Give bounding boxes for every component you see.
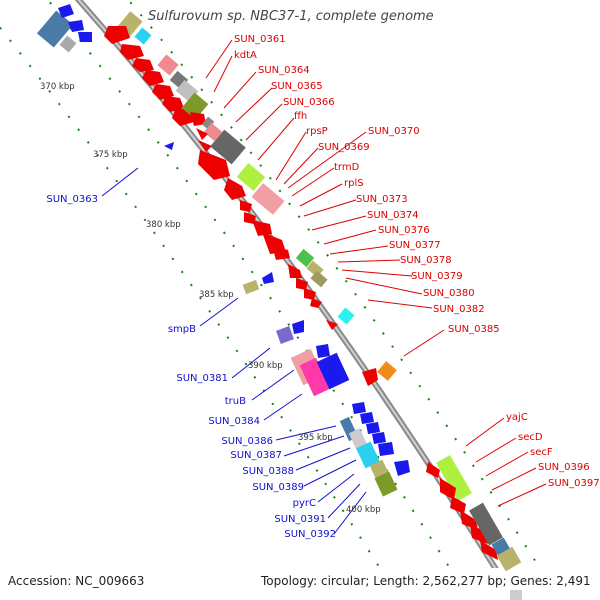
gene-label[interactable]: SUN_0380 [423,288,475,299]
gene-label[interactable]: SUN_0381 [176,373,228,384]
gene-label[interactable]: SUN_0387 [230,450,282,461]
gene-label[interactable]: yajC [506,412,528,423]
genome-title: Sulfurovum sp. NBC37-1, complete genome [148,9,434,24]
gene-label[interactable]: SUN_0373 [356,194,408,205]
tick-track-outer [0,0,541,568]
gene-label[interactable]: SUN_0378 [400,255,452,266]
kbp-tick-label: 380 kbp [146,220,181,230]
kbp-tick-label: 385 kbp [199,290,234,300]
gene-label[interactable]: kdtA [234,50,257,61]
gene-label[interactable]: truB [225,396,246,407]
gene-label[interactable]: SUN_0396 [538,462,590,473]
kbp-tick-label: 375 kbp [93,150,128,160]
gene-label[interactable]: SUN_0392 [284,529,336,540]
reverse-genes [36,4,410,497]
gene-label[interactable]: secD [518,432,543,443]
gene-label[interactable]: SUN_0364 [258,65,310,76]
forward-leader-lines [205,39,547,507]
gene-label[interactable]: SUN_0370 [368,126,420,137]
gene-label[interactable]: rpsP [306,126,328,137]
gene-label[interactable]: SUN_0361 [234,34,286,45]
gene-label[interactable]: SUN_0382 [433,304,485,315]
gene-label[interactable]: ffh [294,111,307,122]
gene-label[interactable]: rplS [344,178,364,189]
gene-label[interactable]: SUN_0384 [208,416,260,427]
gene-label[interactable]: pyrC [293,498,316,509]
gene-label[interactable]: SUN_0377 [389,240,441,251]
kbp-tick-label: 395 kbp [298,433,333,443]
gene-label[interactable]: SUN_0379 [411,271,463,282]
gene-label[interactable]: trmD [334,162,360,173]
gene-label[interactable]: SUN_0365 [271,81,323,92]
gene-label[interactable]: smpB [168,324,196,335]
gene-label[interactable]: SUN_0397 [548,478,600,489]
genome-summary-text: Topology: circular; Length: 2,562,277 bp… [261,574,591,588]
gene-label[interactable]: SUN_0366 [283,97,335,108]
forward-gene-labels: SUN_0361 kdtA SUN_0364 SUN_0365 SUN_0366… [234,34,600,489]
gene-label[interactable]: SUN_0386 [221,436,273,447]
gene-label[interactable]: SUN_0389 [252,482,304,493]
gene-label[interactable]: SUN_0388 [242,466,294,477]
gene-label[interactable]: SUN_0376 [378,225,430,236]
kbp-tick-label: 370 kbp [40,82,75,92]
accession-text: Accession: NC_009663 [8,574,145,588]
kbp-scale: 370 kbp 375 kbp 380 kbp 385 kbp 390 kbp … [40,82,381,515]
gene-label[interactable]: secF [530,447,553,458]
forward-genes [104,11,522,600]
reverse-leader-lines [101,167,367,535]
gene-label[interactable]: SUN_0363 [46,194,98,205]
gene-label[interactable]: SUN_0369 [318,142,370,153]
kbp-tick-label: 390 kbp [248,361,283,371]
gene-label[interactable]: SUN_0391 [274,514,326,525]
gene-label[interactable]: SUN_0385 [448,324,500,335]
kbp-tick-label: 400 kbp [346,505,381,515]
gene-label[interactable]: SUN_0374 [367,210,419,221]
reverse-gene-labels: SUN_0363 smpB SUN_0381 truB SUN_0384 SUN… [46,194,336,540]
